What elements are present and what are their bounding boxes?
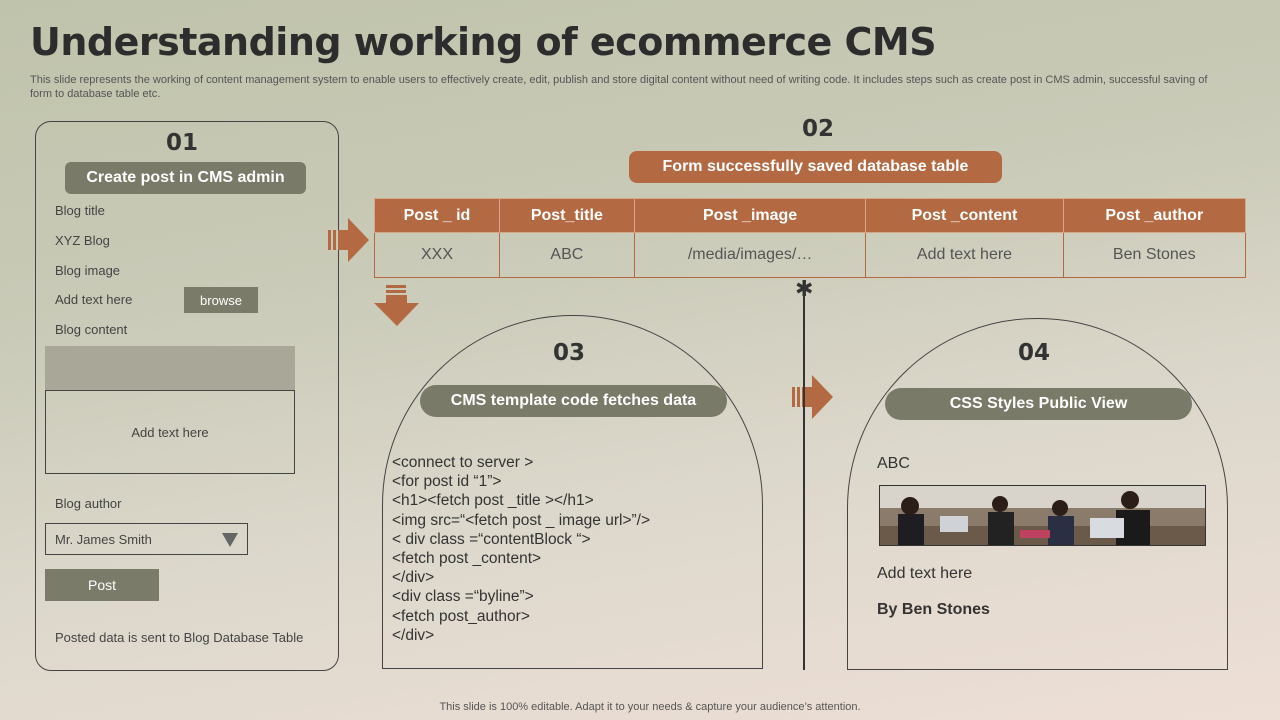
step4-label: CSS Styles Public View bbox=[885, 388, 1192, 420]
subtitle: This slide represents the working of con… bbox=[30, 74, 1208, 100]
content-placeholder: Add text here bbox=[131, 424, 209, 440]
author-select[interactable]: Mr. James Smith bbox=[45, 523, 248, 555]
code-line: <img src=“<fetch post _ image url>”/> bbox=[392, 511, 651, 529]
post-button[interactable]: Post bbox=[45, 569, 159, 601]
blog-image-text: Add text here bbox=[55, 292, 133, 307]
cell: Add text here bbox=[865, 232, 1064, 278]
step2-label: Form successfully saved database table bbox=[629, 151, 1002, 183]
cell: ABC bbox=[498, 232, 635, 278]
col-header: Post _content bbox=[865, 198, 1064, 233]
code-block: <connect to server > <for post id “1”><h1… bbox=[392, 453, 650, 645]
code-line: <connect to server > bbox=[392, 454, 534, 471]
col-header: Post _image bbox=[633, 198, 867, 233]
step3-card bbox=[382, 315, 763, 669]
arrow-down-icon bbox=[374, 285, 419, 326]
blog-content-label: Blog content bbox=[55, 322, 128, 337]
code-line: <div class =“byline”> bbox=[392, 588, 534, 606]
blog-content-input[interactable]: Add text here bbox=[45, 390, 295, 474]
blog-title-label: Blog title bbox=[55, 203, 105, 218]
preview-byline: By Ben Stones bbox=[877, 601, 990, 618]
blog-image-label: Blog image bbox=[55, 263, 121, 278]
step2-number: 02 bbox=[802, 116, 835, 142]
code-line: </div> bbox=[392, 626, 435, 644]
cell: /media/images/… bbox=[633, 232, 867, 278]
chevron-down-icon bbox=[222, 533, 238, 547]
step1-card bbox=[35, 121, 339, 671]
divider-line bbox=[803, 284, 805, 670]
preview-text: Add text here bbox=[877, 565, 973, 582]
col-header: Post_title bbox=[498, 198, 635, 233]
code-line: <for post id “1”> bbox=[392, 473, 502, 491]
arrow-right-icon bbox=[792, 375, 833, 419]
code-line: < div class =“contentBlock “> bbox=[392, 530, 591, 548]
step3-label: CMS template code fetches data bbox=[420, 385, 727, 417]
code-line: <fetch post _content> bbox=[392, 550, 542, 568]
cell: XXX bbox=[374, 232, 500, 278]
code-line: <fetch post_author> bbox=[392, 607, 530, 625]
step3-number: 03 bbox=[553, 340, 586, 366]
col-header: Post _ id bbox=[374, 198, 500, 233]
code-line: <h1><fetch post _title ></h1> bbox=[392, 492, 594, 510]
code-line: </div> bbox=[392, 569, 435, 587]
arrow-right-icon bbox=[328, 218, 369, 262]
step1-number: 01 bbox=[166, 130, 199, 156]
step1-label: Create post in CMS admin bbox=[65, 162, 306, 194]
cell: Ben Stones bbox=[1062, 232, 1247, 278]
page-title: Understanding working of ecommerce CMS bbox=[30, 20, 937, 64]
footer-note: This slide is 100% editable. Adapt it to… bbox=[439, 701, 861, 713]
browse-button[interactable]: browse bbox=[184, 287, 258, 313]
content-toolbar bbox=[45, 346, 295, 390]
col-header: Post _author bbox=[1062, 198, 1247, 233]
preview-image bbox=[879, 485, 1206, 546]
step1-footer: Posted data is sent to Blog Database Tab… bbox=[55, 630, 304, 645]
blog-title-value[interactable]: XYZ Blog bbox=[55, 233, 110, 248]
asterisk-icon: ✱ bbox=[795, 276, 814, 301]
step4-number: 04 bbox=[1018, 340, 1051, 366]
step4-card bbox=[847, 318, 1228, 670]
blog-author-label: Blog author bbox=[55, 496, 122, 511]
preview-title: ABC bbox=[877, 455, 910, 472]
author-value: Mr. James Smith bbox=[55, 531, 152, 547]
